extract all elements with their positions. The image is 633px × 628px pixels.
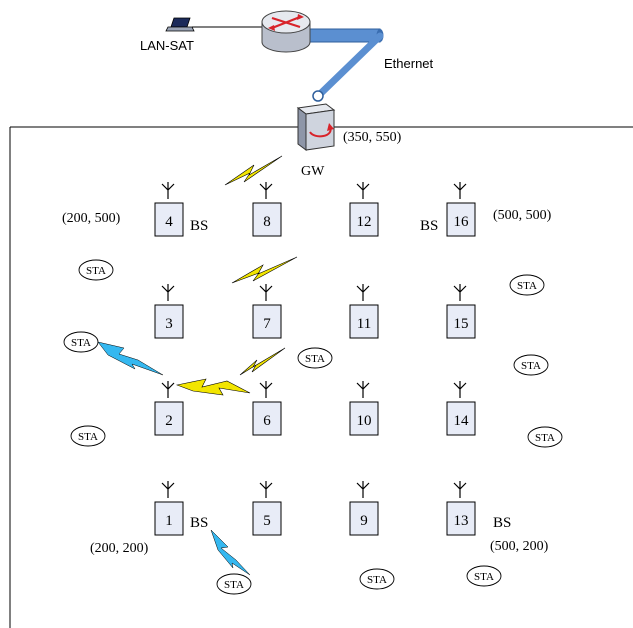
station-4: STA xyxy=(297,347,333,369)
gateway-icon xyxy=(296,103,336,151)
station-label: STA xyxy=(474,571,494,583)
laptop-label: LAN-SAT xyxy=(140,38,194,53)
station-9: STA xyxy=(359,568,395,590)
base-station-id: 1 xyxy=(165,513,173,529)
bs-label-1: BS xyxy=(190,515,208,531)
base-station-id: 13 xyxy=(454,513,469,529)
base-station-id: 3 xyxy=(165,316,173,332)
base-station-11: 11 xyxy=(349,284,379,339)
ethernet-label: Ethernet xyxy=(384,56,434,71)
station-7: STA xyxy=(527,426,563,448)
base-station-1: 1 xyxy=(154,481,184,536)
base-station-id: 6 xyxy=(263,413,271,429)
wireless-link-1-sta xyxy=(210,529,251,576)
station-1: STA xyxy=(78,259,114,281)
station-label: STA xyxy=(535,432,555,444)
base-station-id: 15 xyxy=(454,316,469,332)
base-station-15: 15 xyxy=(446,284,476,339)
wireless-link-sta-2 xyxy=(97,341,164,376)
base-station-8: 8 xyxy=(252,182,282,237)
base-station-4: 4 xyxy=(154,182,184,237)
base-station-id: 16 xyxy=(454,214,470,230)
station-2: STA xyxy=(509,274,545,296)
station-label: STA xyxy=(517,280,537,292)
station-label: STA xyxy=(224,579,244,591)
base-station-5: 5 xyxy=(252,481,282,536)
base-station-id: 12 xyxy=(357,214,372,230)
base-station-3: 3 xyxy=(154,284,184,339)
station-label: STA xyxy=(521,360,541,372)
base-station-id: 8 xyxy=(263,214,271,230)
station-label: STA xyxy=(78,431,98,443)
station-8: STA xyxy=(216,573,252,595)
base-station-9: 9 xyxy=(349,481,379,536)
base-station-id: 9 xyxy=(360,513,368,529)
station-label: STA xyxy=(367,574,387,586)
station-10: STA xyxy=(466,565,502,587)
router-icon xyxy=(261,10,311,53)
station-label: STA xyxy=(305,353,325,365)
base-station-14: 14 xyxy=(446,381,476,436)
gateway-label: GW xyxy=(301,164,325,179)
coord-bs-16: (500, 500) xyxy=(493,208,552,223)
base-station-id: 14 xyxy=(454,413,470,429)
bs-grid: 1 2 3 4 5 6 7 xyxy=(154,182,476,536)
ethernet-cable xyxy=(304,28,384,102)
base-station-10: 10 xyxy=(349,381,379,436)
base-station-12: 12 xyxy=(349,182,379,237)
base-station-6: 6 xyxy=(252,381,282,436)
base-station-16: 16 xyxy=(446,182,476,237)
coord-bs-1: (200, 200) xyxy=(90,541,149,556)
bs-label-16: BS xyxy=(420,218,438,234)
bs-label-4: BS xyxy=(190,218,208,234)
base-station-id: 2 xyxy=(165,413,173,429)
coord-bs-4: (200, 500) xyxy=(62,211,121,226)
station-label: STA xyxy=(71,337,91,349)
wireless-link-6 xyxy=(239,347,286,376)
base-station-id: 7 xyxy=(263,316,271,332)
base-station-id: 4 xyxy=(165,214,173,230)
bs-label-13: BS xyxy=(493,515,511,531)
coord-bs-13: (500, 200) xyxy=(490,539,549,554)
station-5: STA xyxy=(513,354,549,376)
gateway-coord: (350, 550) xyxy=(343,130,402,145)
base-station-id: 11 xyxy=(357,316,371,332)
wireless-link-2-6 xyxy=(175,378,251,396)
station-3: STA xyxy=(63,331,99,353)
laptop-icon xyxy=(165,17,195,32)
station-label: STA xyxy=(86,265,106,277)
base-station-id: 5 xyxy=(263,513,271,529)
base-station-2: 2 xyxy=(154,381,184,436)
base-station-13: 13 xyxy=(446,481,476,536)
station-6: STA xyxy=(70,425,106,447)
wireless-link-7 xyxy=(231,256,298,284)
wireless-link-gw xyxy=(224,155,283,186)
base-station-id: 10 xyxy=(357,413,372,429)
base-station-7: 7 xyxy=(252,284,282,339)
